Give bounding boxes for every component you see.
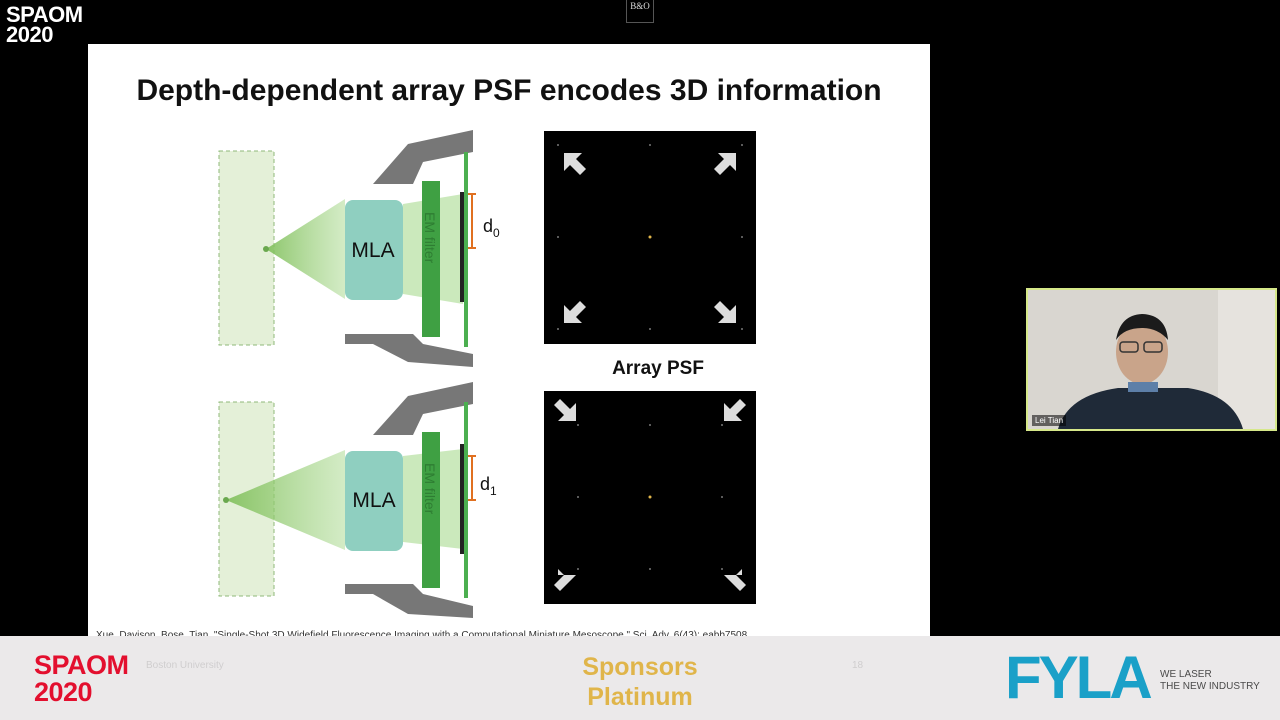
mla-top bbox=[345, 200, 403, 300]
sponsor-logo: FYLA bbox=[1005, 644, 1153, 711]
em-filter-bottom bbox=[422, 432, 440, 588]
banner-event-logo: SPAOM 2020 bbox=[34, 652, 129, 706]
event-logo-line2: 2020 bbox=[6, 22, 53, 47]
sponsor-tagline-2: THE NEW INDUSTRY bbox=[1160, 681, 1260, 692]
mla-bottom bbox=[345, 451, 403, 551]
sensor-bottom bbox=[460, 444, 465, 554]
em-filter-label-bottom: EM filter bbox=[422, 463, 438, 515]
sponsor-tagline: WE LASER THE NEW INDUSTRY bbox=[1160, 669, 1260, 693]
sponsors-line2: Platinum bbox=[587, 683, 693, 711]
light-cone-top bbox=[266, 199, 345, 299]
bottom-setup bbox=[218, 382, 476, 618]
slide-footer-ghost: Boston University bbox=[146, 660, 224, 671]
array-psf-bottom bbox=[544, 391, 756, 604]
bo-logo: B&O bbox=[626, 0, 654, 23]
light-cone-bottom bbox=[226, 450, 345, 550]
speaker-video-tile[interactable]: Lei Tian bbox=[1026, 288, 1277, 431]
psf-arrows-top bbox=[564, 153, 736, 323]
sponsor-tagline-1: WE LASER bbox=[1160, 669, 1212, 680]
sponsors-line1: Sponsors bbox=[582, 653, 698, 681]
speaker-name-label: Lei Tian bbox=[1032, 415, 1067, 426]
banner-event-line1: SPAOM bbox=[34, 650, 129, 680]
psf-arrows-bottom bbox=[554, 399, 746, 591]
array-psf-top bbox=[544, 131, 756, 344]
sponsors-heading: Sponsors Platinum bbox=[520, 652, 760, 712]
slide-page-number-ghost: 18 bbox=[852, 660, 864, 671]
mla-label-top: MLA bbox=[351, 239, 394, 262]
event-logo: SPAOM 2020 bbox=[6, 2, 83, 47]
d0-label: d0 bbox=[483, 216, 500, 240]
slide-title: Depth-dependent array PSF encodes 3D inf… bbox=[136, 74, 882, 107]
sponsor-banner: Boston University 18 SPAOM 2020 Sponsors… bbox=[0, 636, 1280, 720]
mla-label-bottom: MLA bbox=[352, 489, 395, 512]
top-setup bbox=[218, 130, 476, 367]
slide-citation: Xue, Davison, Bose, Tian, "Single-Shot 3… bbox=[96, 630, 747, 641]
shared-slide: Depth-dependent array PSF encodes 3D inf… bbox=[88, 44, 930, 654]
d1-label: d1 bbox=[480, 474, 497, 498]
em-filter-label-top: EM filter bbox=[422, 212, 438, 264]
banner-event-line2: 2020 bbox=[34, 677, 93, 707]
sensor-top bbox=[460, 192, 465, 302]
speaker-video bbox=[1028, 290, 1275, 429]
mesoscope-diagram: MLA MLA EM filter EM filter d0 d1 bbox=[218, 130, 500, 618]
housing-upper-top bbox=[345, 130, 473, 184]
event-logo-line1: SPAOM bbox=[6, 2, 83, 27]
housing-lower-top bbox=[345, 334, 473, 367]
array-psf-label: Array PSF bbox=[612, 358, 704, 379]
em-filter-top bbox=[422, 181, 440, 337]
